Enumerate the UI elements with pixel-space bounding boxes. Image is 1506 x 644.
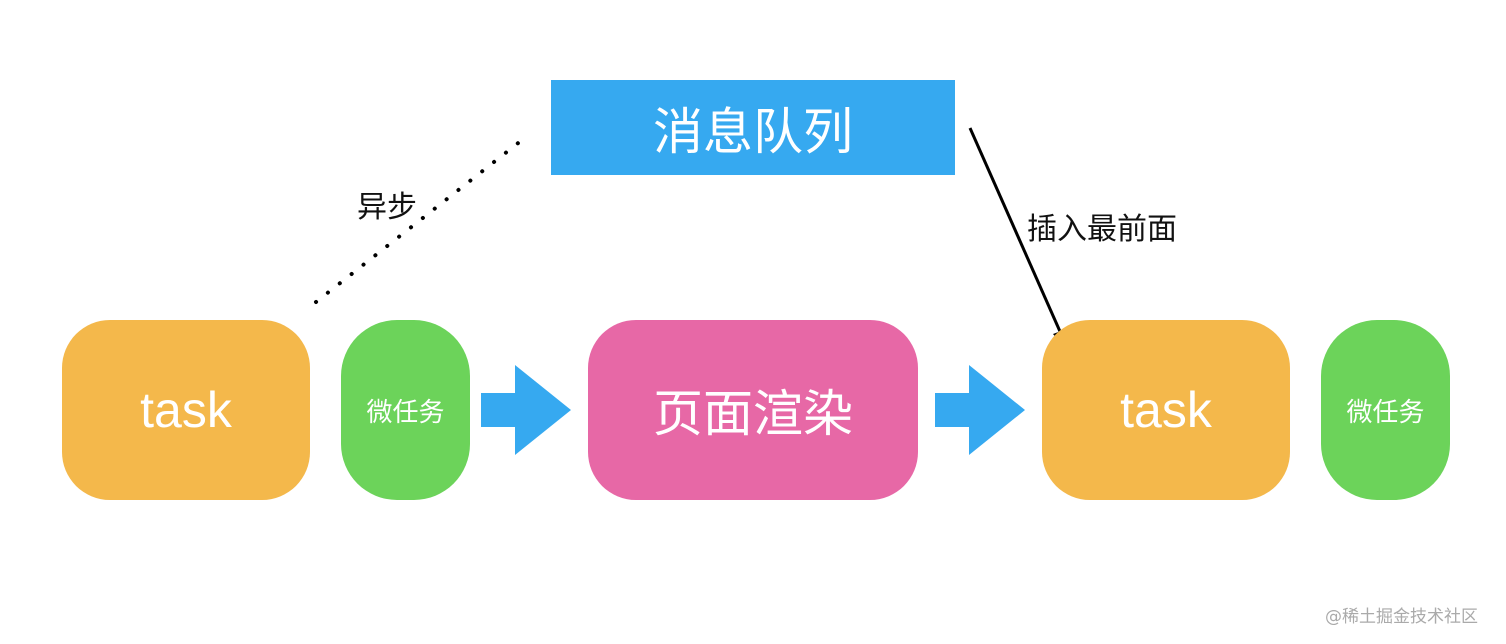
- watermark: @稀土掘金技术社区: [1325, 607, 1478, 627]
- microtask-box-1: 微任务: [341, 320, 470, 500]
- flow-arrow-1: [481, 365, 571, 455]
- microtask-label: 微任务: [366, 397, 445, 428]
- task-label: task: [140, 382, 232, 438]
- insert-arrow-line: [968, 127, 1064, 337]
- task-label: task: [1120, 382, 1212, 438]
- page-render-box: 页面渲染: [588, 320, 918, 500]
- microtask-box-2: 微任务: [1321, 320, 1450, 500]
- async-label: 异步: [357, 190, 417, 225]
- microtask-label: 微任务: [1346, 397, 1425, 428]
- task-box-2: task: [1042, 320, 1290, 500]
- message-queue-label: 消息队列: [653, 102, 853, 161]
- message-queue-box: 消息队列: [551, 80, 955, 175]
- page-render-label: 页面渲染: [653, 385, 853, 443]
- insert-front-label: 插入最前面: [1027, 212, 1177, 247]
- task-box-1: task: [62, 320, 310, 500]
- flow-arrow-2: [935, 365, 1025, 455]
- async-dotted-line: [314, 138, 524, 304]
